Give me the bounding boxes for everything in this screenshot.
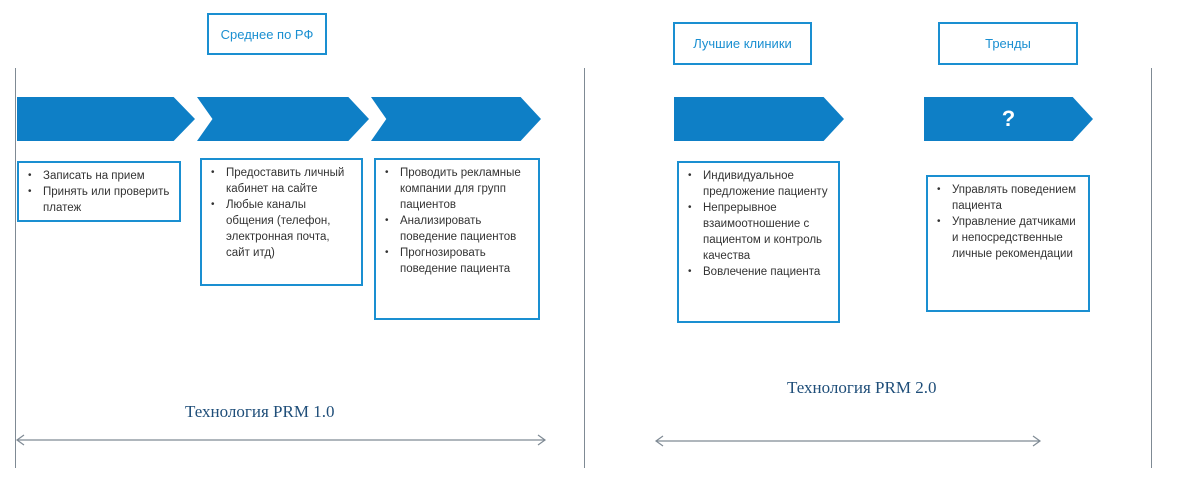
separator-middle bbox=[584, 68, 585, 468]
list-item: Принять или проверить платеж bbox=[25, 184, 171, 216]
list-item: Вовлечение пациента bbox=[685, 264, 830, 280]
list-item: Анализировать поведение пациентов bbox=[382, 213, 530, 245]
tech-title-prm1: Технология PRM 1.0 bbox=[185, 402, 335, 421]
list-item: Управлять поведением пациента bbox=[934, 182, 1080, 214]
chevron-step-1 bbox=[17, 97, 195, 141]
chevron-step-5: ? bbox=[924, 97, 1093, 141]
box-advertising: Проводить рекламные компании для групп п… bbox=[374, 158, 540, 320]
tech-title-prm2: Технология PRM 2.0 bbox=[787, 378, 937, 397]
list-item: Записать на прием bbox=[25, 168, 171, 184]
list-item: Предоставить личный кабинет на сайте bbox=[208, 165, 353, 197]
double-arrow-prm1 bbox=[15, 434, 547, 446]
box-appointment: Записать на прием Принять или проверить … bbox=[17, 161, 181, 222]
chevron-step-2 bbox=[197, 97, 369, 141]
list-item: Непрерывное взаимоотношение с пациентом … bbox=[685, 200, 830, 264]
list-item: Проводить рекламные компании для групп п… bbox=[382, 165, 530, 213]
header-avg-rf-label: Среднее по РФ bbox=[220, 26, 314, 42]
chevron-step-4 bbox=[674, 97, 844, 141]
header-trends: Тренды bbox=[938, 22, 1078, 65]
box-personal-cabinet: Предоставить личный кабинет на сайте Люб… bbox=[200, 158, 363, 286]
box-behavior-management: Управлять поведением пациента Управление… bbox=[926, 175, 1090, 312]
list-item: Индивидуальное предложение пациенту bbox=[685, 168, 830, 200]
chevron-question-mark: ? bbox=[1001, 106, 1016, 131]
separator-right bbox=[1151, 68, 1152, 468]
box-individual-offer: Индивидуальное предложение пациенту Непр… bbox=[677, 161, 840, 323]
list-item: Любые каналы общения (телефон, электронн… bbox=[208, 197, 353, 261]
header-best-clinics-label: Лучшие клиники bbox=[693, 36, 792, 51]
list-item: Управление датчиками и непосредственные … bbox=[934, 214, 1080, 262]
list-item: Прогнозировать поведение пациента bbox=[382, 245, 530, 277]
header-best-clinics: Лучшие клиники bbox=[673, 22, 812, 65]
chevron-step-3 bbox=[371, 97, 541, 141]
header-trends-label: Тренды bbox=[985, 36, 1031, 51]
separator-left bbox=[15, 68, 16, 468]
double-arrow-prm2 bbox=[654, 435, 1042, 447]
header-avg-rf: Среднее по РФ bbox=[207, 13, 327, 55]
